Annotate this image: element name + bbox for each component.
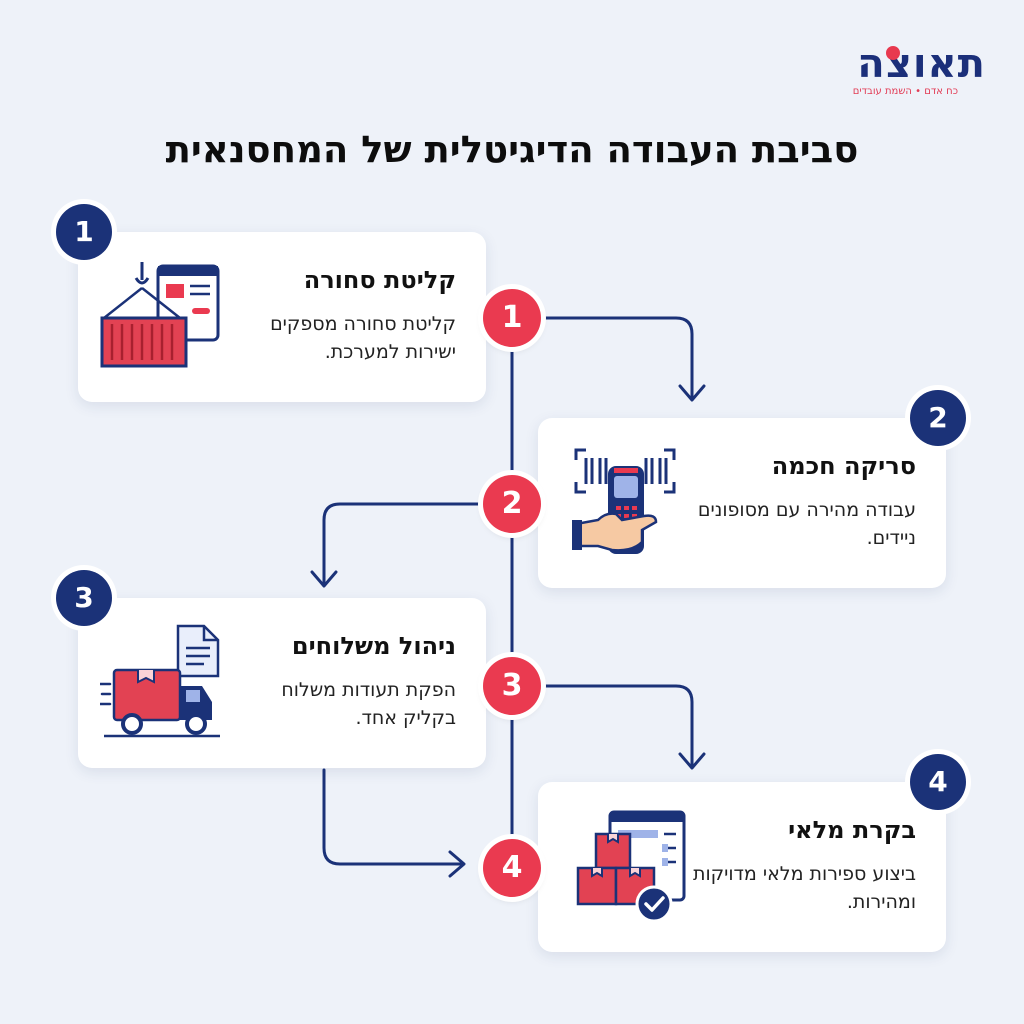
step-card-1: קליטת סחורה קליטת סחורה מספקים ישירות למ…: [78, 232, 486, 402]
connector-1-arrowhead: [678, 384, 706, 402]
timeline-node-1: 1: [483, 289, 541, 347]
timeline-node-3: 3: [483, 657, 541, 715]
connector-1-to-card-2: [538, 316, 694, 400]
connector-3-arrowhead: [678, 752, 706, 770]
step-badge-3: 3: [56, 570, 112, 626]
logo-wordmark: תאוצה: [857, 41, 986, 87]
connector-2-to-card-3: [322, 502, 486, 586]
inventory-check-icon: [576, 810, 686, 923]
step-4-title: בקרת מלאי: [788, 816, 916, 844]
connector-card-3-to-4-arrowhead: [448, 850, 466, 878]
barcode-scanner-icon: [572, 448, 676, 554]
connector-3-to-card-4: [538, 684, 694, 768]
step-badge-2: 2: [910, 390, 966, 446]
logo-dot: [886, 46, 900, 60]
step-1-title: קליטת סחורה: [303, 266, 456, 294]
timeline-node-4: 4: [483, 839, 541, 897]
step-2-description: עבודה מהירה עם מסופונים ניידים.: [697, 499, 916, 549]
brand-logo: תאוצה כח אדם • השמת עובדים: [816, 40, 986, 110]
step-1-description: קליטת סחורה מספקים ישירות למערכת.: [270, 313, 456, 363]
step-badge-1: 1: [56, 204, 112, 260]
step-3-title: ניהול משלוחים: [291, 632, 456, 660]
logo-tagline: כח אדם • השמת עובדים: [852, 86, 958, 97]
step-card-3: ניהול משלוחים הפקת תעודות משלוח בקליק אח…: [78, 598, 486, 768]
step-2-title: סריקה חכמה: [771, 452, 916, 480]
step-card-2: סריקה חכמה עבודה מהירה עם מסופונים ניידי…: [538, 418, 946, 588]
step-card-4: בקרת מלאי ביצוע ספירות מלאי מדויקות ומהי…: [538, 782, 946, 952]
step-3-description: הפקת תעודות משלוח בקליק אחד.: [281, 679, 456, 729]
delivery-truck-icon: [100, 624, 220, 738]
container-crane-icon: [100, 262, 220, 368]
connector-card-3-to-4: [322, 768, 464, 866]
connector-2-arrowhead: [310, 570, 338, 588]
page-title: סביבת העבודה הדיגיטלית של המחסנאית: [165, 128, 859, 171]
timeline-node-2: 2: [483, 475, 541, 533]
step-4-description: ביצוע ספירות מלאי מדויקות ומהירות.: [692, 863, 916, 913]
step-badge-4: 4: [910, 754, 966, 810]
